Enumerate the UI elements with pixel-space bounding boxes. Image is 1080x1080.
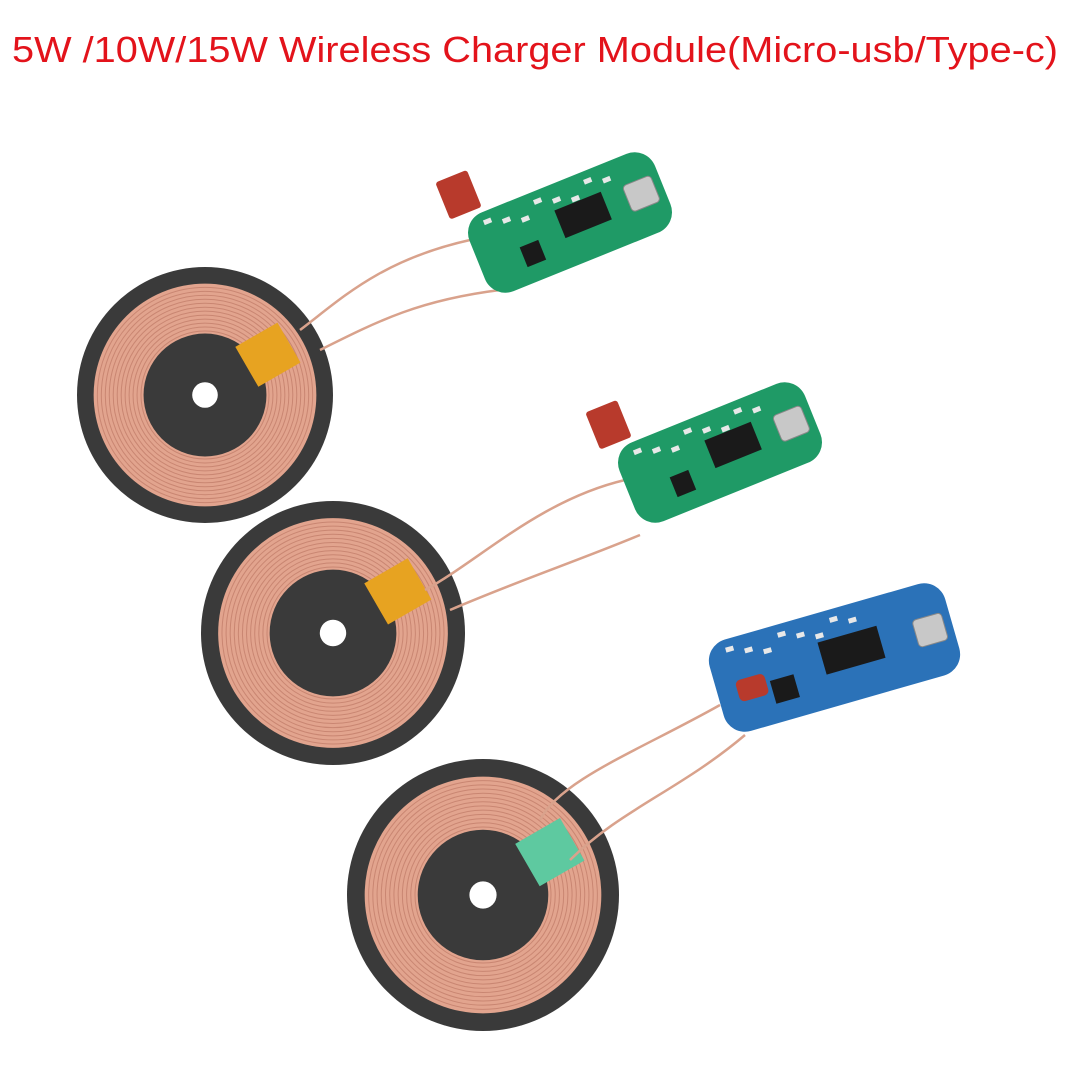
- winding-turn: [258, 558, 408, 708]
- charger-board-2: [586, 382, 822, 523]
- winding-turn: [397, 809, 569, 981]
- wireless-coil-2: [201, 478, 641, 765]
- ic-chip: [817, 625, 886, 675]
- winding-turn: [266, 566, 400, 700]
- coil-hole: [319, 619, 347, 647]
- winding-turn: [241, 541, 425, 725]
- smd-component: [651, 446, 662, 454]
- wireless-coil-1: [77, 238, 501, 523]
- winding-turn: [124, 314, 286, 476]
- smd-component: [532, 197, 543, 205]
- coil-wire: [569, 734, 746, 861]
- smd-component: [776, 630, 787, 638]
- micro-usb-port: [912, 612, 948, 648]
- winding-turn: [380, 792, 586, 998]
- coil-wire: [319, 288, 501, 352]
- winding-turn: [100, 290, 310, 500]
- winding-turn: [221, 521, 445, 745]
- coil-wire: [538, 703, 721, 821]
- winding-turn: [368, 780, 598, 1010]
- micro-usb-port: [772, 405, 810, 442]
- smd-component: [725, 645, 735, 653]
- smd-component: [828, 615, 838, 623]
- smd-component: [520, 215, 531, 223]
- winding-turn: [116, 306, 294, 484]
- title-text: 5W /10W/15W Wireless Charger Module(Micr…: [12, 29, 1058, 70]
- smd-component: [570, 194, 581, 203]
- winding-turn: [225, 525, 441, 741]
- winding-turn: [128, 318, 282, 472]
- winding-turn: [237, 537, 429, 729]
- type-c-port: [622, 175, 660, 212]
- smd-component: [682, 427, 693, 435]
- mosfet-chip: [769, 674, 800, 704]
- smd-component: [583, 177, 593, 185]
- smd-component: [795, 631, 806, 639]
- winding-turn: [120, 310, 290, 480]
- winding-turn: [233, 533, 433, 733]
- mosfet-chip: [519, 239, 547, 268]
- capacitor: [586, 400, 631, 449]
- capacitor: [436, 170, 481, 219]
- ic-chip: [704, 421, 762, 469]
- smd-component: [632, 447, 643, 456]
- coil-wire: [424, 478, 626, 592]
- coil-hole: [469, 881, 497, 909]
- capacitor: [735, 674, 769, 702]
- winding-turn: [410, 822, 556, 968]
- smd-component: [720, 424, 731, 433]
- winding-turn: [262, 562, 404, 704]
- coil-tape: [364, 558, 432, 625]
- winding-turn: [132, 322, 278, 468]
- winding-turn: [246, 546, 420, 720]
- wireless-coil-3: [347, 703, 746, 1031]
- winding-turn: [393, 805, 573, 985]
- smd-component: [670, 445, 681, 453]
- smd-component: [733, 407, 743, 415]
- mosfet-chip: [669, 469, 697, 498]
- winding-turn: [389, 801, 577, 989]
- winding-turn: [414, 826, 552, 964]
- winding-turn: [104, 294, 306, 496]
- smd-component: [482, 217, 493, 226]
- smd-component: [762, 647, 773, 655]
- winding-turn: [229, 529, 437, 737]
- ic-chip: [554, 191, 612, 239]
- winding-turn: [140, 330, 270, 460]
- winding-turn: [136, 326, 274, 464]
- winding-turn: [372, 784, 594, 1006]
- coil-tape: [235, 322, 301, 387]
- winding-turn: [406, 818, 560, 972]
- coil-tape: [515, 818, 585, 887]
- winding-turn: [250, 550, 416, 716]
- smd-component: [814, 632, 824, 640]
- smd-component: [847, 616, 857, 624]
- charger-board-3: [708, 583, 961, 732]
- smd-component: [501, 216, 512, 224]
- smd-component: [701, 426, 712, 434]
- smd-component: [744, 646, 754, 654]
- smd-component: [751, 405, 762, 414]
- product-title: 5W /10W/15W Wireless Charger Module(Micr…: [12, 29, 1058, 70]
- winding-turn: [384, 796, 582, 994]
- winding-turn: [96, 286, 314, 504]
- winding-turn: [112, 302, 298, 488]
- coil-wire: [449, 533, 641, 612]
- smd-component: [551, 196, 562, 204]
- charger-board-1: [436, 152, 672, 293]
- winding-turn: [401, 813, 565, 977]
- coil-hole: [192, 382, 218, 408]
- coil-wire: [299, 238, 471, 331]
- winding-turn: [108, 298, 302, 492]
- winding-turn: [254, 554, 412, 712]
- winding-turn: [376, 788, 590, 1002]
- smd-component: [601, 175, 612, 184]
